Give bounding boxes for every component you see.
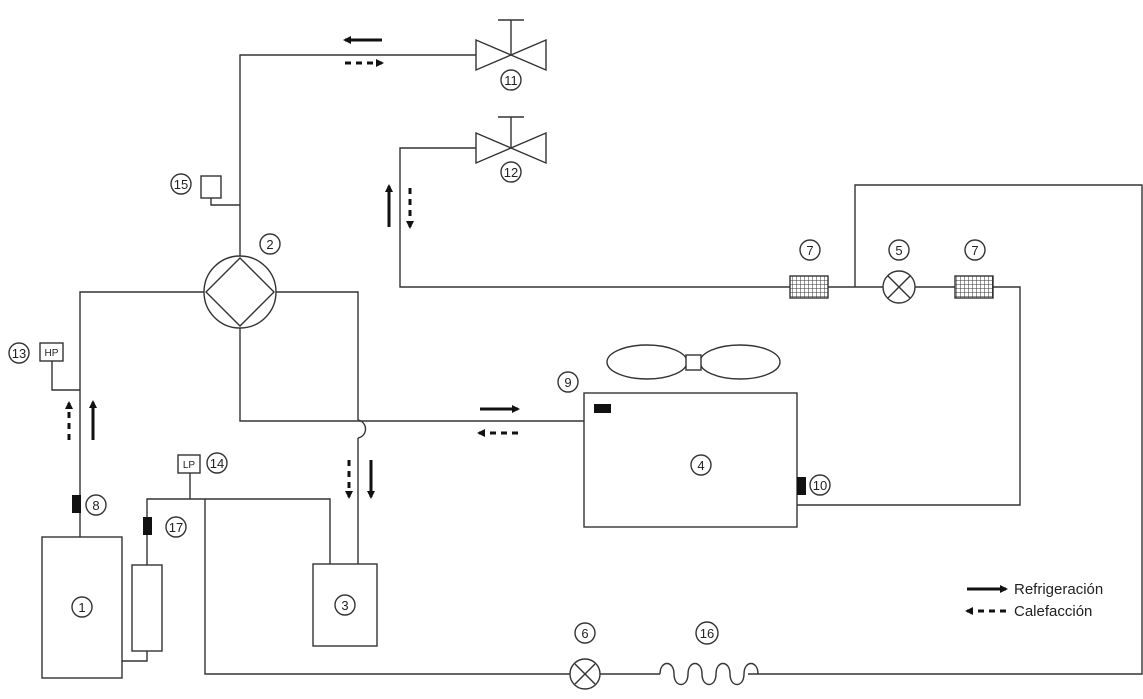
- accumulator: 3: [312, 563, 378, 647]
- valve-11-number: 11: [504, 73, 518, 88]
- legend-heating: Calefacción: [1014, 603, 1092, 620]
- fan-icon: [606, 344, 781, 380]
- four-way-valve: 2: [203, 233, 281, 329]
- low-pressure-switch: LP 14: [177, 452, 228, 474]
- filter-7-right: 7: [954, 239, 994, 299]
- valve-12-number: 12: [504, 165, 518, 180]
- lp-label: LP: [183, 460, 196, 471]
- component-15-number: 15: [174, 177, 188, 192]
- lp-switch-number: 14: [210, 456, 224, 471]
- filter-7-left-number: 7: [806, 243, 813, 258]
- expansion-valve-5-number: 5: [895, 243, 902, 258]
- hp-switch-number: 13: [12, 346, 26, 361]
- compressor: 1: [41, 536, 123, 679]
- sensor-9-number: 9: [564, 375, 571, 390]
- component-15: 15: [170, 173, 222, 199]
- legend-cooling: Refrigeración: [1014, 581, 1103, 598]
- expansion-valve-5: 5: [882, 239, 916, 304]
- capillary-coil: 16: [659, 621, 759, 686]
- condenser: 4: [583, 392, 798, 528]
- capillary-16-number: 16: [700, 626, 714, 641]
- hp-label: HP: [45, 348, 59, 359]
- sensor-17-number: 17: [169, 520, 183, 535]
- flow-arrows: [65, 36, 520, 499]
- sensor-10: 10: [797, 474, 831, 496]
- sensor-8-number: 8: [92, 498, 99, 513]
- sensor-10-number: 10: [813, 478, 827, 493]
- sensor-17: 17: [143, 516, 187, 538]
- condenser-number: 4: [697, 458, 704, 473]
- refrigerant-piping: [51, 54, 1143, 675]
- legend: Refrigeración Calefacción: [965, 581, 1103, 620]
- accumulator-number: 3: [341, 598, 348, 613]
- filter-7-right-number: 7: [971, 243, 978, 258]
- suction-heat-exchanger: [131, 564, 163, 652]
- high-pressure-switch: HP 13: [8, 342, 64, 364]
- compressor-number: 1: [78, 600, 85, 615]
- expansion-valve-6: 6: [569, 622, 601, 690]
- four-way-valve-number: 2: [266, 237, 273, 252]
- service-valve-12: 12: [475, 116, 547, 183]
- sensor-9: 9: [557, 371, 611, 413]
- service-valve-11: 11: [475, 19, 547, 91]
- sensor-8: 8: [72, 494, 107, 516]
- filter-7-left: 7: [789, 239, 829, 299]
- expansion-valve-6-number: 6: [581, 626, 588, 641]
